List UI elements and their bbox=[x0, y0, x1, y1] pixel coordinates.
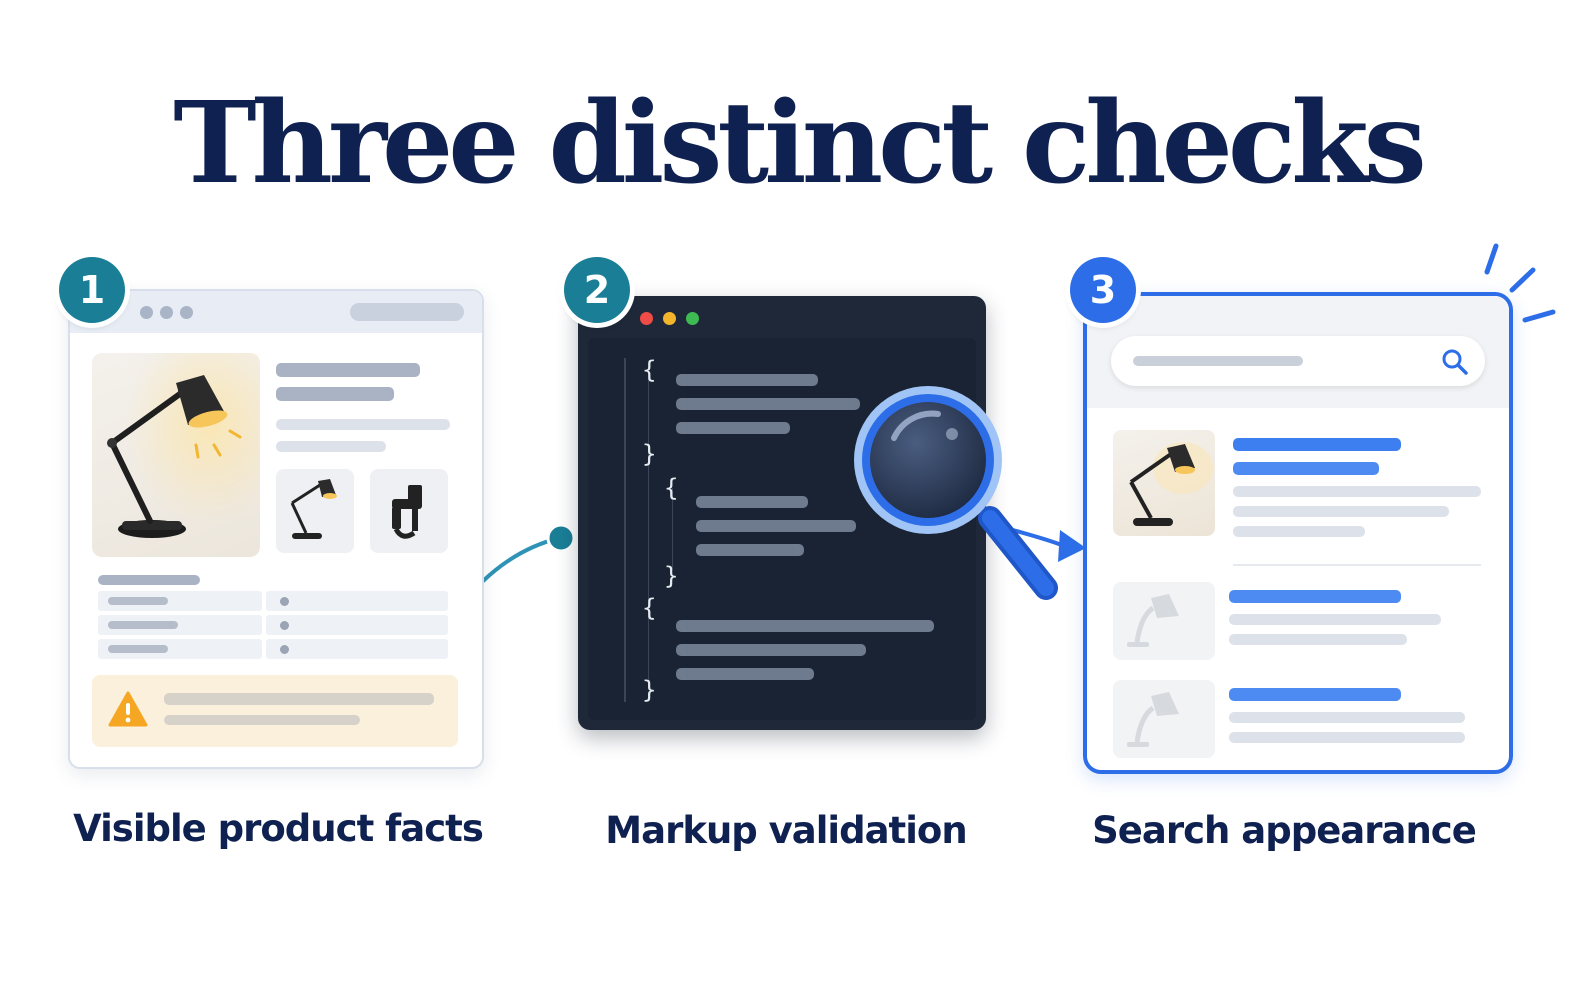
search-results-panel bbox=[1083, 292, 1513, 774]
search-query-line bbox=[1133, 356, 1303, 366]
code-line bbox=[696, 520, 856, 532]
result-snippet-line bbox=[1233, 486, 1481, 497]
sparkle-icon bbox=[1484, 243, 1556, 323]
code-brace: } bbox=[664, 562, 679, 590]
indent-guide bbox=[648, 378, 649, 688]
lamp-clamp-icon bbox=[392, 485, 422, 539]
product-page-panel bbox=[68, 289, 484, 769]
desk-lamp-icon bbox=[1127, 692, 1179, 747]
spec-value-cell bbox=[266, 615, 448, 635]
result-snippet-line bbox=[1229, 732, 1465, 743]
specs-heading-line bbox=[98, 575, 200, 585]
result-divider bbox=[1233, 564, 1481, 566]
spec-value-dot bbox=[280, 645, 289, 654]
window-dot bbox=[180, 306, 193, 319]
step-3-badge: 3 bbox=[1070, 257, 1136, 323]
desk-lamp-icon bbox=[1129, 442, 1213, 526]
code-brace: } bbox=[642, 440, 657, 468]
browser-toolbar bbox=[70, 291, 482, 333]
result-title-line bbox=[1229, 590, 1401, 603]
indent-guide bbox=[624, 358, 626, 702]
address-bar bbox=[350, 303, 464, 321]
desk-lamp-icon bbox=[1127, 594, 1179, 647]
spec-key-text bbox=[108, 621, 178, 629]
product-thumbnail[interactable] bbox=[370, 469, 448, 553]
page-title: Three distinct checks bbox=[173, 78, 1427, 209]
result-snippet-line bbox=[1229, 634, 1407, 645]
result-snippet-line bbox=[1233, 506, 1449, 517]
desk-lamp-icon bbox=[290, 479, 337, 539]
product-title-line bbox=[276, 363, 420, 377]
code-line bbox=[676, 620, 934, 632]
arrow-head bbox=[1058, 530, 1086, 562]
code-line bbox=[696, 496, 808, 508]
result-thumbnail bbox=[1113, 680, 1215, 758]
product-thumbnail[interactable] bbox=[276, 469, 354, 553]
code-line bbox=[676, 398, 860, 410]
step-3-label: Search appearance bbox=[1092, 809, 1477, 852]
search-icon[interactable] bbox=[1441, 348, 1469, 376]
result-title-line bbox=[1229, 688, 1401, 701]
magnifying-glass-icon bbox=[854, 386, 1058, 600]
search-header bbox=[1087, 296, 1509, 408]
product-desc-line bbox=[276, 419, 450, 430]
window-dot bbox=[140, 306, 153, 319]
result-snippet-line bbox=[1233, 526, 1365, 537]
spec-key-cell bbox=[98, 639, 262, 659]
spec-value-dot bbox=[280, 621, 289, 630]
code-brace: } bbox=[642, 676, 657, 704]
window-maximize-dot[interactable] bbox=[686, 312, 699, 325]
spec-key-text bbox=[108, 597, 168, 605]
product-image bbox=[92, 353, 260, 557]
window-close-dot[interactable] bbox=[640, 312, 653, 325]
warning-text-line bbox=[164, 693, 434, 705]
result-snippet-line bbox=[1229, 712, 1465, 723]
warning-text-line bbox=[164, 715, 360, 725]
search-input[interactable] bbox=[1111, 336, 1485, 386]
code-line bbox=[696, 544, 804, 556]
result-thumbnail bbox=[1113, 582, 1215, 660]
code-line bbox=[676, 644, 866, 656]
code-line bbox=[676, 374, 818, 386]
code-line bbox=[676, 422, 790, 434]
code-brace: { bbox=[642, 594, 657, 622]
code-brace: { bbox=[664, 474, 679, 502]
connector-node bbox=[546, 523, 576, 553]
code-brace: { bbox=[642, 356, 657, 384]
warning-icon bbox=[108, 691, 148, 727]
desk-lamp-icon bbox=[92, 353, 260, 557]
warning-banner bbox=[92, 675, 458, 747]
step-2-label: Markup validation bbox=[605, 809, 967, 852]
product-desc-line bbox=[276, 441, 386, 452]
spec-value-cell bbox=[266, 639, 448, 659]
step-1-badge: 1 bbox=[59, 257, 125, 323]
window-dot bbox=[160, 306, 173, 319]
result-url-line bbox=[1233, 462, 1379, 475]
code-line bbox=[676, 668, 814, 680]
product-title-line bbox=[276, 387, 394, 401]
indent-guide bbox=[672, 488, 673, 570]
step-2-badge: 2 bbox=[564, 257, 630, 323]
spec-key-cell bbox=[98, 615, 262, 635]
spec-key-text bbox=[108, 645, 168, 653]
spec-value-cell bbox=[266, 591, 448, 611]
spec-key-cell bbox=[98, 591, 262, 611]
result-title-line bbox=[1233, 438, 1401, 451]
spec-value-dot bbox=[280, 597, 289, 606]
window-minimize-dot[interactable] bbox=[663, 312, 676, 325]
result-snippet-line bbox=[1229, 614, 1441, 625]
result-thumbnail bbox=[1113, 430, 1215, 536]
step-1-label: Visible product facts bbox=[73, 807, 484, 850]
